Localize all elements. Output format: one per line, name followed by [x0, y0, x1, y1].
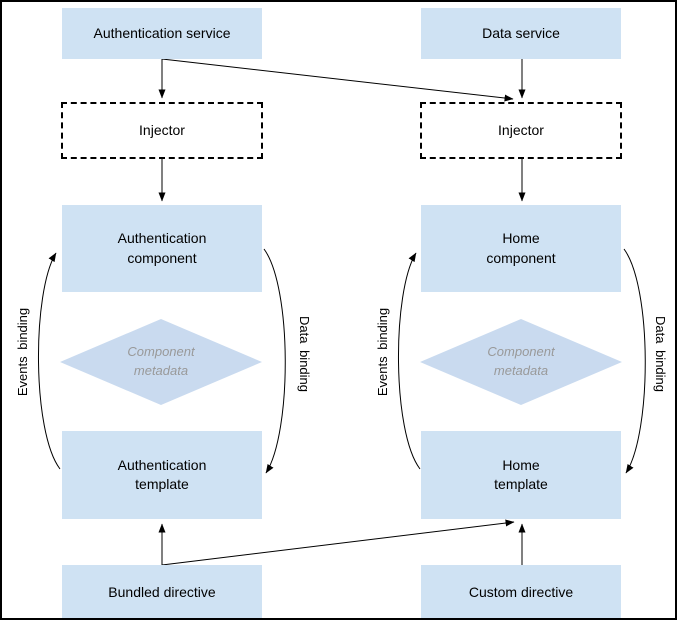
- label-data-binding-left: Data binding: [297, 316, 313, 392]
- edge-bundled-directive-to-home-template: [161, 519, 515, 566]
- node-authentication-service: Authentication service: [62, 8, 262, 59]
- node-bundled-directive: Bundled directive: [62, 565, 262, 618]
- edge-data-binding-left: [263, 248, 286, 474]
- node-data-service: Data service: [421, 8, 621, 59]
- label-data-binding-right: Data binding: [653, 316, 669, 392]
- label-events-binding-right: Events binding: [374, 307, 390, 397]
- edge-auth-service-to-right-injector: [161, 58, 514, 102]
- node-custom-directive: Custom directive: [421, 565, 621, 618]
- node-component-metadata-right: Component metadata: [420, 319, 622, 405]
- node-injector-left: Injector: [61, 102, 263, 159]
- node-component-metadata-left: Component metadata: [60, 319, 262, 405]
- node-authentication-template: Authentication template: [62, 431, 262, 519]
- node-home-component: Home component: [421, 205, 621, 292]
- node-authentication-component: Authentication component: [62, 205, 262, 292]
- node-home-template: Home template: [421, 431, 621, 519]
- label-events-binding-left: Events binding: [14, 307, 30, 397]
- node-injector-right: Injector: [420, 102, 622, 159]
- edge-data-binding-right: [623, 248, 646, 474]
- edge-events-binding-left: [38, 252, 61, 470]
- edge-events-binding-right: [398, 252, 421, 470]
